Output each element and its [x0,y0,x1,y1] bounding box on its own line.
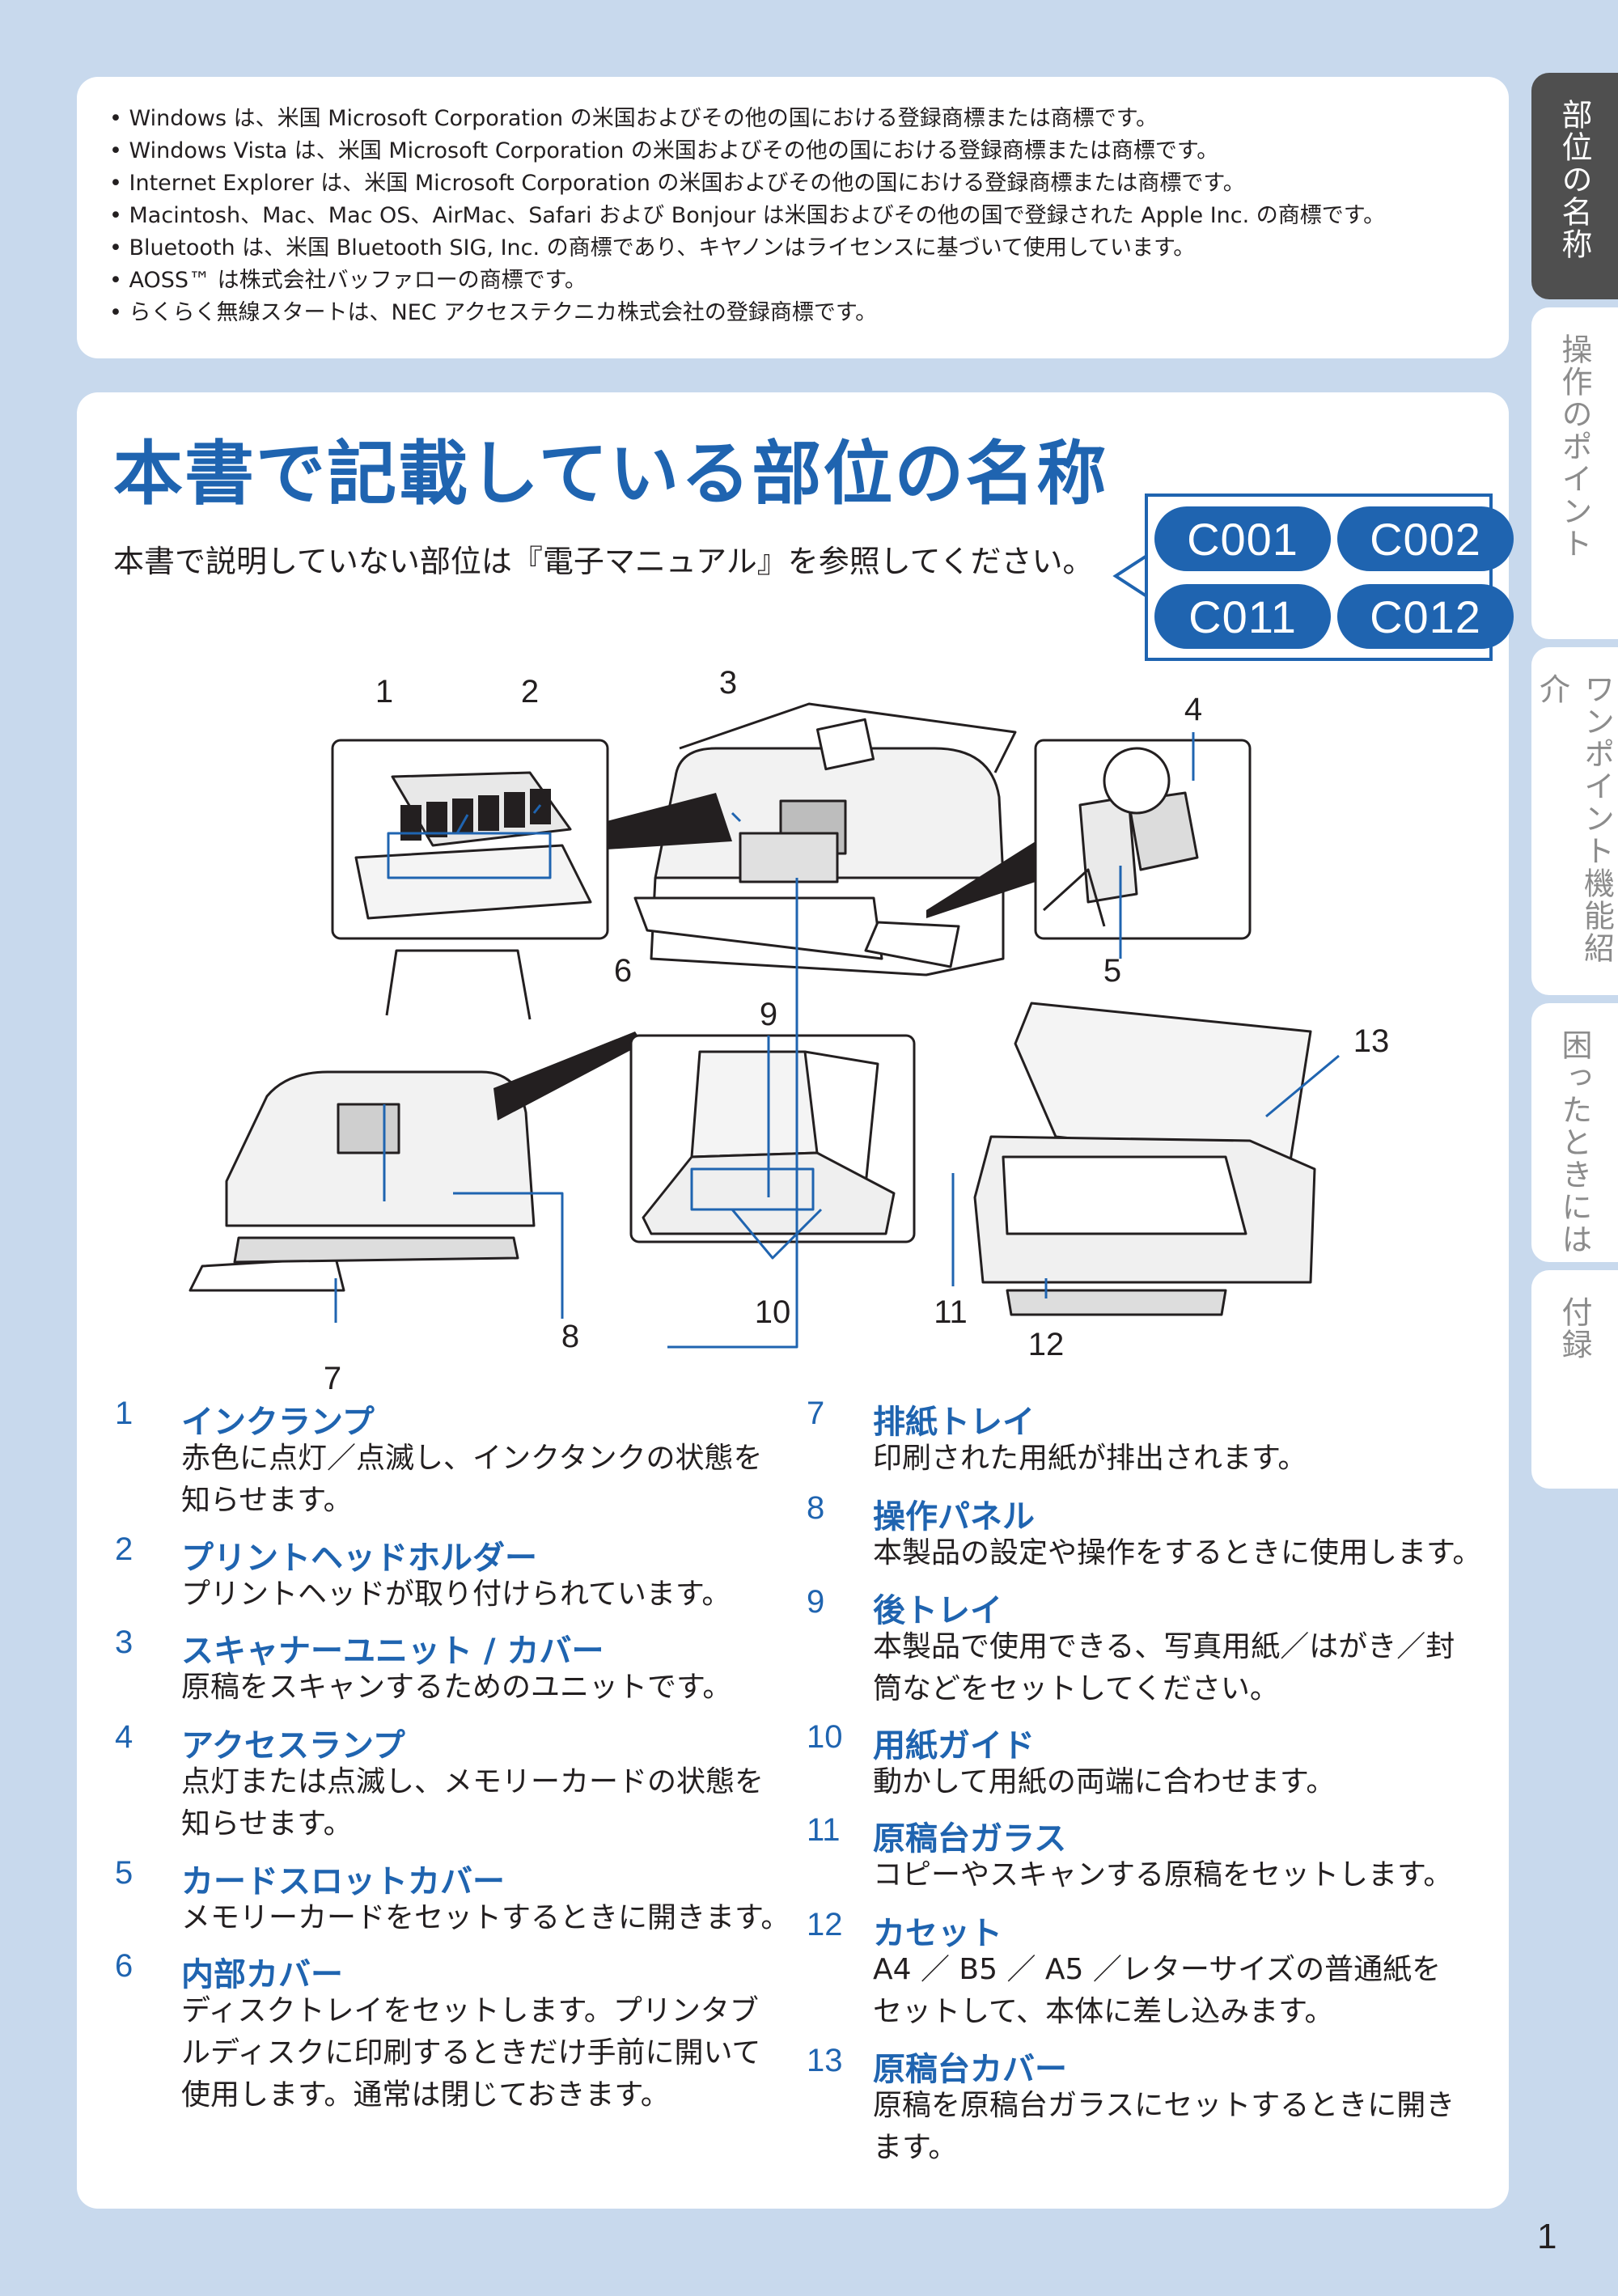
part-description: 赤色に点灯／点滅し、インクタンクの状態を知らせます。 [181,1442,763,1517]
part-number: 11 [807,1812,841,1848]
part-name: スキャナーユニット / カバー [181,1633,604,1670]
figure-labels: 1 2 3 4 5 6 7 8 9 10 11 12 13 [324,665,1389,1396]
part-name: インクランプ [181,1404,375,1441]
part-description: コピーやスキャンする原稿をセットします。 [873,1858,1453,1891]
part-description: 原稿を原稿台ガラスにセットするときに開きます。 [873,2089,1455,2164]
page-title: 本書で記載している部位の名称 [113,434,1108,515]
parts-section: 本書で記載している部位の名称 本書で説明していない部位は『電子マニュアル』を参照… [77,392,1514,2209]
trademark-item: Macintosh、Mac、Mac OS、AirMac、Safari および B… [109,200,1386,232]
printer-rear-tray-illustration [188,949,643,1292]
part-name: 操作パネル [873,1498,1035,1536]
figure-label: 12 [1028,1327,1065,1362]
figure-label: 13 [1353,1023,1390,1059]
part-description: メモリーカードをセットするときに開きます。 [181,1901,790,1934]
part-number: 10 [807,1719,843,1755]
part-name: アクセスランプ [181,1727,405,1764]
rear-tray-inset [629,1034,916,1243]
intro-text: 本書で説明していない部位は『電子マニュアル』を参照してください。 [113,544,1094,579]
printer-open-illustration [633,702,1017,976]
part-number: 8 [807,1490,825,1526]
model-code-badge: C001 [1154,506,1331,571]
figure-label: 5 [1103,953,1121,989]
part-name: 排紙トレイ [873,1404,1035,1441]
trademark-item: Internet Explorer は、米国 Microsoft Corpora… [109,167,1385,200]
model-code-badge: C002 [1337,506,1514,571]
part-number: 1 [115,1396,133,1431]
part-number: 3 [115,1625,133,1660]
trademark-item: らくらく無線スタートは、NEC アクセステクニカ株式会社の登録商標です。 [109,297,1385,329]
figure-label: 10 [755,1294,791,1330]
card-slot-inset [1034,739,1252,940]
part-name: プリントヘッドホルダー [181,1540,537,1577]
part-name: 用紙ガイド [873,1727,1035,1764]
tab-operation-points[interactable]: 操作のポイント [1531,307,1618,639]
model-code-badge: C011 [1154,584,1331,649]
figure-label: 11 [934,1294,968,1330]
model-code-badge: C012 [1337,584,1514,649]
part-description: A4 ／ B5 ／ A5 ／レターサイズの普通紙をセットして、本体に差し込みます… [873,1953,1442,2028]
figure-label: 7 [324,1361,341,1396]
part-description: 本製品で使用できる、写真用紙／はがき／封筒などをセットしてください。 [873,1630,1455,1705]
figure-label: 8 [561,1319,579,1354]
tab-troubleshooting[interactable]: 困ったときには [1531,1003,1618,1262]
part-number: 2 [115,1531,133,1567]
figure-label: 3 [719,665,737,701]
part-number: 12 [807,1907,843,1942]
part-description: 印刷された用紙が排出されます。 [873,1442,1307,1475]
printer-parts-diagram: 1 2 3 4 5 6 7 8 9 10 11 12 13 [188,665,1389,1396]
part-number: 5 [115,1855,133,1891]
part-name: 原稿台ガラス [873,1820,1067,1858]
figure-label: 9 [760,997,777,1032]
part-description: 動かして用紙の両端に合わせます。 [873,1765,1336,1798]
trademark-list: Windows は、米国 Microsoft Corporation の米国およ… [109,103,1386,329]
printer-scanner-open-illustration [973,1002,1316,1316]
model-code-callout: C001 C002 C011 C012 [1112,494,1514,661]
trademark-item: AOSS™ は株式会社バッファローの商標です。 [109,265,1385,297]
part-number: 6 [115,1948,133,1984]
figure-label: 4 [1184,692,1202,727]
tab-feature-intro[interactable]: ワンポイント機能紹介 [1531,647,1618,995]
part-name: カセット [873,1915,1002,1952]
part-name: 後トレイ [873,1592,1002,1629]
ink-tank-inset [331,739,609,940]
figure-label: 1 [375,674,393,710]
part-description: 本製品の設定や操作をするときに使用します。 [873,1536,1482,1569]
figure-label: 2 [521,674,539,710]
trademark-item: Windows は、米国 Microsoft Corporation の米国およ… [109,103,1385,135]
trademark-item: Bluetooth は、米国 Bluetooth SIG, Inc. の商標であ… [109,232,1385,265]
part-number: 13 [807,2043,843,2078]
part-description: 原稿をスキャンするためのユニットです。 [181,1671,732,1704]
part-description: 点灯または点滅し、メモリーカードの状態を知らせます。 [181,1765,765,1841]
part-number: 7 [807,1396,825,1431]
part-name: 内部カバー [181,1956,343,1993]
page-number: 1 [1537,2217,1557,2256]
part-number: 4 [115,1719,133,1755]
trademark-notice: Windows は、米国 Microsoft Corporation の米国およ… [77,77,1509,358]
part-description: プリントヘッドが取り付けられています。 [181,1578,731,1611]
figure-label: 6 [614,953,632,989]
part-name: 原稿台カバー [873,2051,1067,2088]
tab-appendix[interactable]: 付録 [1531,1270,1618,1489]
part-description: ディスクトレイをセットします。プリンタブルディスクに印刷するときだけ手前に開いて… [181,1994,761,2112]
part-name: カードスロットカバー [181,1863,505,1900]
trademark-item: Windows Vista は、米国 Microsoft Corporation… [109,135,1385,167]
tab-part-names[interactable]: 部位の名称 [1531,73,1618,299]
part-number: 9 [807,1584,825,1620]
